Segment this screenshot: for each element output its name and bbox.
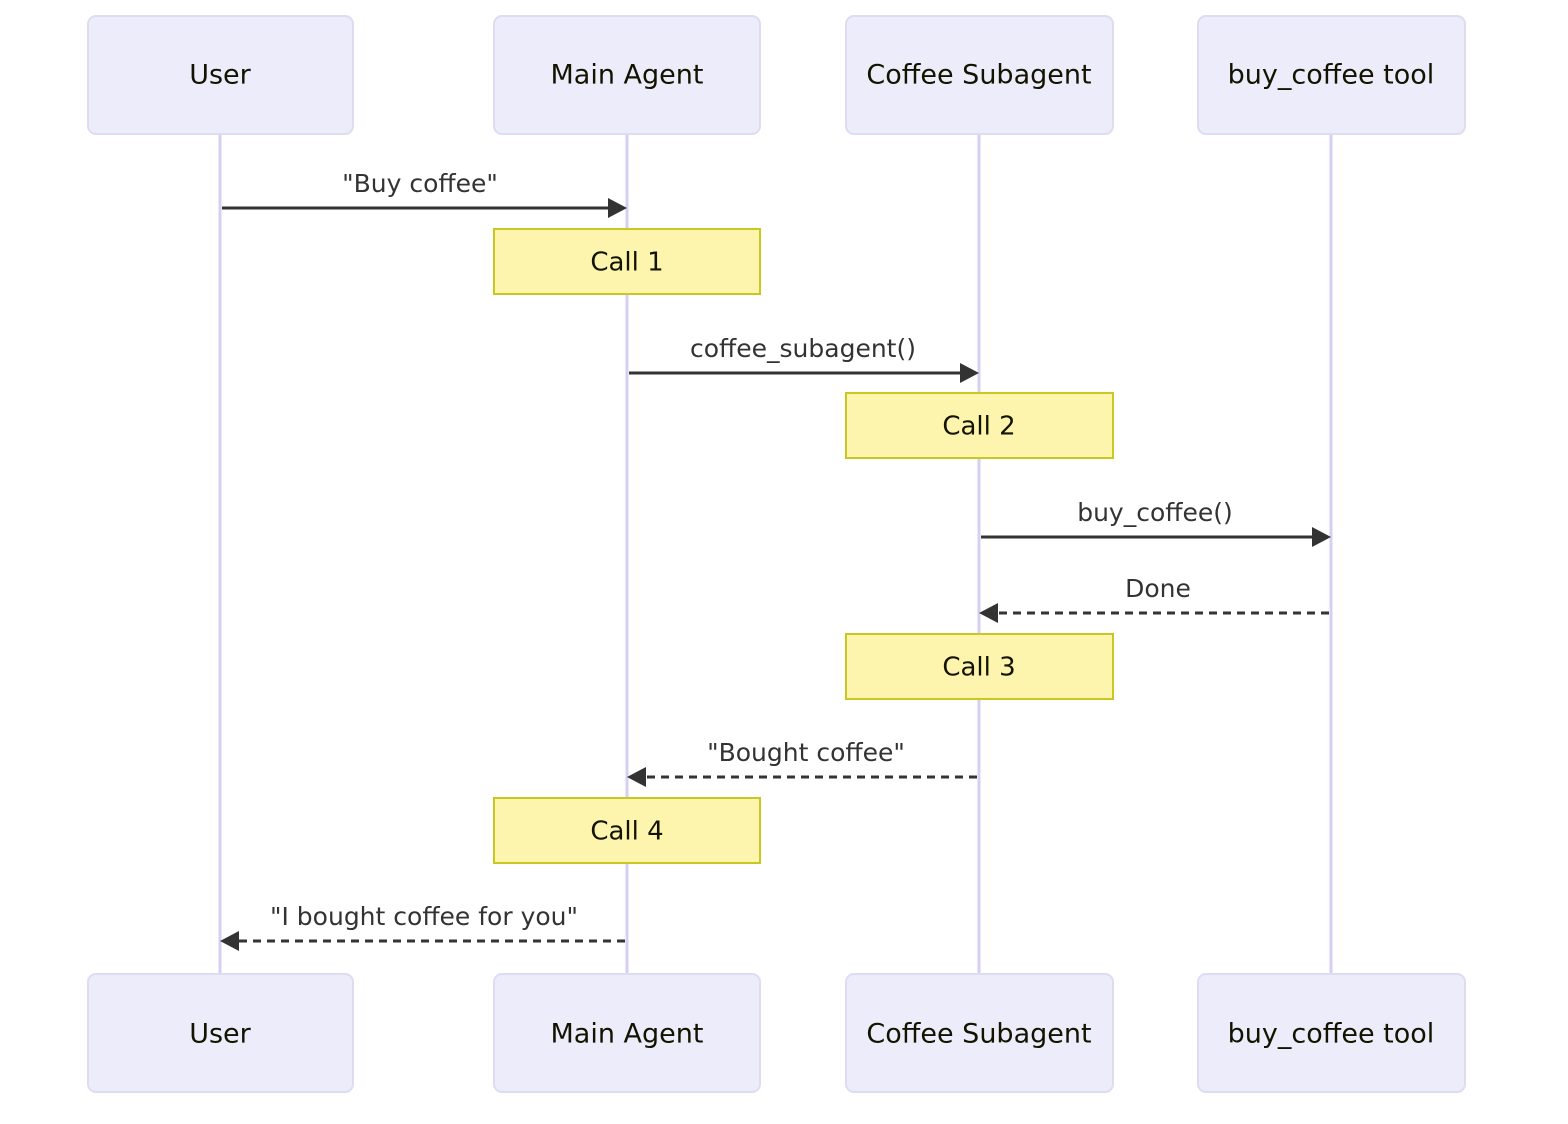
note-label: Call 2: [942, 412, 1015, 442]
participant-coffee-subagent-bottom[interactable]: Coffee Subagent: [845, 973, 1114, 1093]
arrowhead-right: [608, 198, 627, 218]
participant-box: [845, 973, 1114, 1093]
note-label: Call 4: [590, 817, 663, 847]
participant-label: User: [189, 60, 251, 91]
arrowhead-right: [1312, 527, 1331, 547]
note-call-1: Call 1: [493, 228, 761, 295]
arrowhead-right: [960, 363, 979, 383]
participant-main-agent-bottom[interactable]: Main Agent: [493, 973, 761, 1093]
message-label: buy_coffee(): [1077, 498, 1233, 527]
message-bought-coffee-return: "Bought coffee": [627, 738, 977, 787]
participants-bottom: User Main Agent Coffee Subagent buy_coff…: [87, 973, 1466, 1093]
message-label: "I bought coffee for you": [270, 902, 578, 931]
participant-coffee-subagent-top[interactable]: Coffee Subagent: [845, 15, 1114, 135]
note-box: [845, 633, 1114, 700]
participant-box: [87, 973, 354, 1093]
message-label: "Buy coffee": [342, 169, 498, 198]
participant-label: Coffee Subagent: [866, 60, 1091, 91]
participant-label: Coffee Subagent: [866, 1019, 1091, 1050]
participant-box: [845, 15, 1114, 135]
message-done-return: Done: [979, 574, 1329, 623]
message-label: Done: [1125, 574, 1191, 603]
participant-box: [493, 973, 761, 1093]
arrowhead-left: [220, 931, 239, 951]
note-call-4: Call 4: [493, 797, 761, 864]
participant-user-top[interactable]: User: [87, 15, 354, 135]
note-call-3: Call 3: [845, 633, 1114, 700]
participant-box: [87, 15, 354, 135]
message-buy-coffee: "Buy coffee": [222, 169, 627, 218]
participant-box: [493, 15, 761, 135]
message-buy-coffee-call: buy_coffee(): [981, 498, 1331, 547]
arrowhead-left: [979, 603, 998, 623]
note-box: [493, 797, 761, 864]
participant-user-bottom[interactable]: User: [87, 973, 354, 1093]
note-label: Call 1: [590, 248, 663, 278]
participant-buy-coffee-tool-bottom[interactable]: buy_coffee tool: [1197, 973, 1466, 1093]
participant-label: buy_coffee tool: [1228, 1019, 1435, 1050]
note-box: [845, 392, 1114, 459]
participant-label: Main Agent: [551, 1019, 704, 1050]
note-label: Call 3: [942, 653, 1015, 683]
participant-box: [1197, 973, 1466, 1093]
participant-label: User: [189, 1019, 251, 1050]
participant-label: buy_coffee tool: [1228, 60, 1435, 91]
participants-top: User Main Agent Coffee Subagent buy_coff…: [87, 15, 1466, 135]
arrowhead-left: [627, 767, 646, 787]
participant-label: Main Agent: [551, 60, 704, 91]
message-label: "Bought coffee": [707, 738, 905, 767]
note-call-2: Call 2: [845, 392, 1114, 459]
participant-box: [1197, 15, 1466, 135]
participant-buy-coffee-tool-top[interactable]: buy_coffee tool: [1197, 15, 1466, 135]
message-coffee-subagent-call: coffee_subagent(): [629, 334, 979, 383]
message-final-reply-return: "I bought coffee for you": [220, 902, 625, 951]
participant-main-agent-top[interactable]: Main Agent: [493, 15, 761, 135]
note-box: [493, 228, 761, 295]
message-label: coffee_subagent(): [690, 334, 916, 363]
